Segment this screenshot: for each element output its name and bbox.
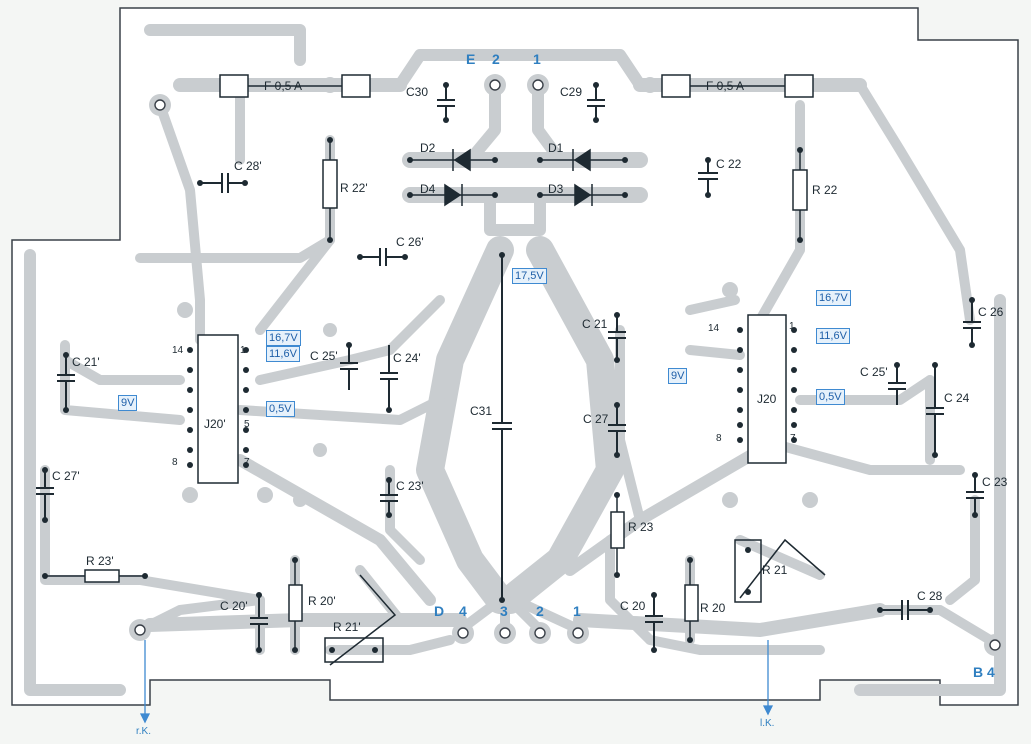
fuse-left-label: F 0,5 A xyxy=(264,79,303,93)
output-arrows xyxy=(139,640,774,724)
r21-prime-label: R 21' xyxy=(333,620,361,634)
d3-label: D3 xyxy=(548,182,564,196)
fuse-bodies xyxy=(219,74,814,98)
connector-e-label: E xyxy=(466,51,476,67)
lead-dots xyxy=(42,82,978,653)
connector-bottom-4-label: 4 xyxy=(459,603,467,619)
output-left-label: r.K. xyxy=(136,726,152,737)
d2-label: D2 xyxy=(420,141,436,155)
c27-prime-label: C 27' xyxy=(52,469,80,483)
d4-label: D4 xyxy=(420,182,436,196)
voltage-tag-supply: 17,5V xyxy=(512,268,547,284)
c23-label: C 23 xyxy=(982,475,1008,489)
ic-left-pin-8: 8 xyxy=(172,457,178,468)
c21-prime-label: C 21' xyxy=(72,355,100,369)
capacitors xyxy=(36,85,984,650)
fuse-right-label: F 0,5 A xyxy=(706,79,745,93)
r22-label: R 22 xyxy=(812,183,838,197)
c29-label: C29 xyxy=(560,85,583,99)
connector-d-label: D xyxy=(434,603,445,619)
ic-left-pin-7: 7 xyxy=(244,457,250,468)
r23-prime-label: R 23' xyxy=(86,554,114,568)
c22-label: C 22 xyxy=(716,157,742,171)
connector-bottom-2-label: 2 xyxy=(536,603,544,619)
c30-label: C30 xyxy=(406,85,429,99)
voltage-tag-left-pin1: 16,7V xyxy=(266,330,301,346)
ic-right-pin-7: 7 xyxy=(790,433,796,444)
r20-prime-label: R 20' xyxy=(308,594,336,608)
diodes xyxy=(410,148,625,207)
voltage-tag-right-0v5: 0,5V xyxy=(816,389,845,405)
c28-prime-label: C 28' xyxy=(234,159,262,173)
connector-top-2-label: 2 xyxy=(492,51,500,67)
pad-holes xyxy=(134,79,1001,651)
r23-label: R 23 xyxy=(628,520,654,534)
c21-label: C 21 xyxy=(582,317,608,331)
ic-left-pin-5: 5 xyxy=(244,419,250,430)
connector-bottom-1-label: 1 xyxy=(573,603,581,619)
voltage-tag-left-11v6: 11,6V xyxy=(266,346,300,362)
c25-prime-right-label: C 25' xyxy=(860,365,888,379)
c31-label: C31 xyxy=(470,404,493,418)
c26-prime-label: C 26' xyxy=(396,235,424,249)
r21-label: R 21 xyxy=(762,563,788,577)
voltage-tag-right-9v: 9V xyxy=(668,368,688,384)
ic-left-pin-14: 14 xyxy=(172,345,184,356)
ic-right-pin-1: 1 xyxy=(789,321,795,332)
r22-prime-label: R 22' xyxy=(340,181,368,195)
c28-label: C 28 xyxy=(917,589,943,603)
c20-prime-label: C 20' xyxy=(220,599,248,613)
resistors xyxy=(45,140,808,650)
j20-prime-label: J20' xyxy=(204,417,226,431)
ic-right-pin-8: 8 xyxy=(716,433,722,444)
voltage-tag-right-pin1: 16,7V xyxy=(816,290,851,306)
c26-label: C 26 xyxy=(978,305,1004,319)
c23-prime-label: C 23' xyxy=(396,479,424,493)
c24-prime-label: C 24' xyxy=(393,351,421,365)
voltage-tag-left-0v5: 0,5V xyxy=(266,401,295,417)
connector-bottom-3-label: 3 xyxy=(500,603,508,619)
c25-prime-label: C 25' xyxy=(310,349,338,363)
r20-label: R 20 xyxy=(700,601,726,615)
connector-b4-label: B 4 xyxy=(973,664,995,680)
ic-right-pin-14: 14 xyxy=(708,323,720,334)
c20-label: C 20 xyxy=(620,599,646,613)
ic-pins xyxy=(187,327,797,468)
board-outline xyxy=(11,7,1019,706)
connector-top-1-label: 1 xyxy=(533,51,541,67)
voltage-tag-right-11v6: 11,6V xyxy=(816,328,850,344)
j20-label: J20 xyxy=(757,392,777,406)
ic-bodies xyxy=(197,314,787,484)
c24-label: C 24 xyxy=(944,391,970,405)
trimmers xyxy=(324,538,826,666)
ic-left-pin-1: 1 xyxy=(240,345,246,356)
d1-label: D1 xyxy=(548,141,564,155)
c27-label: C 27 xyxy=(583,412,609,426)
output-right-label: l.K. xyxy=(760,718,775,729)
voltage-tag-left-9v: 9V xyxy=(118,395,138,411)
